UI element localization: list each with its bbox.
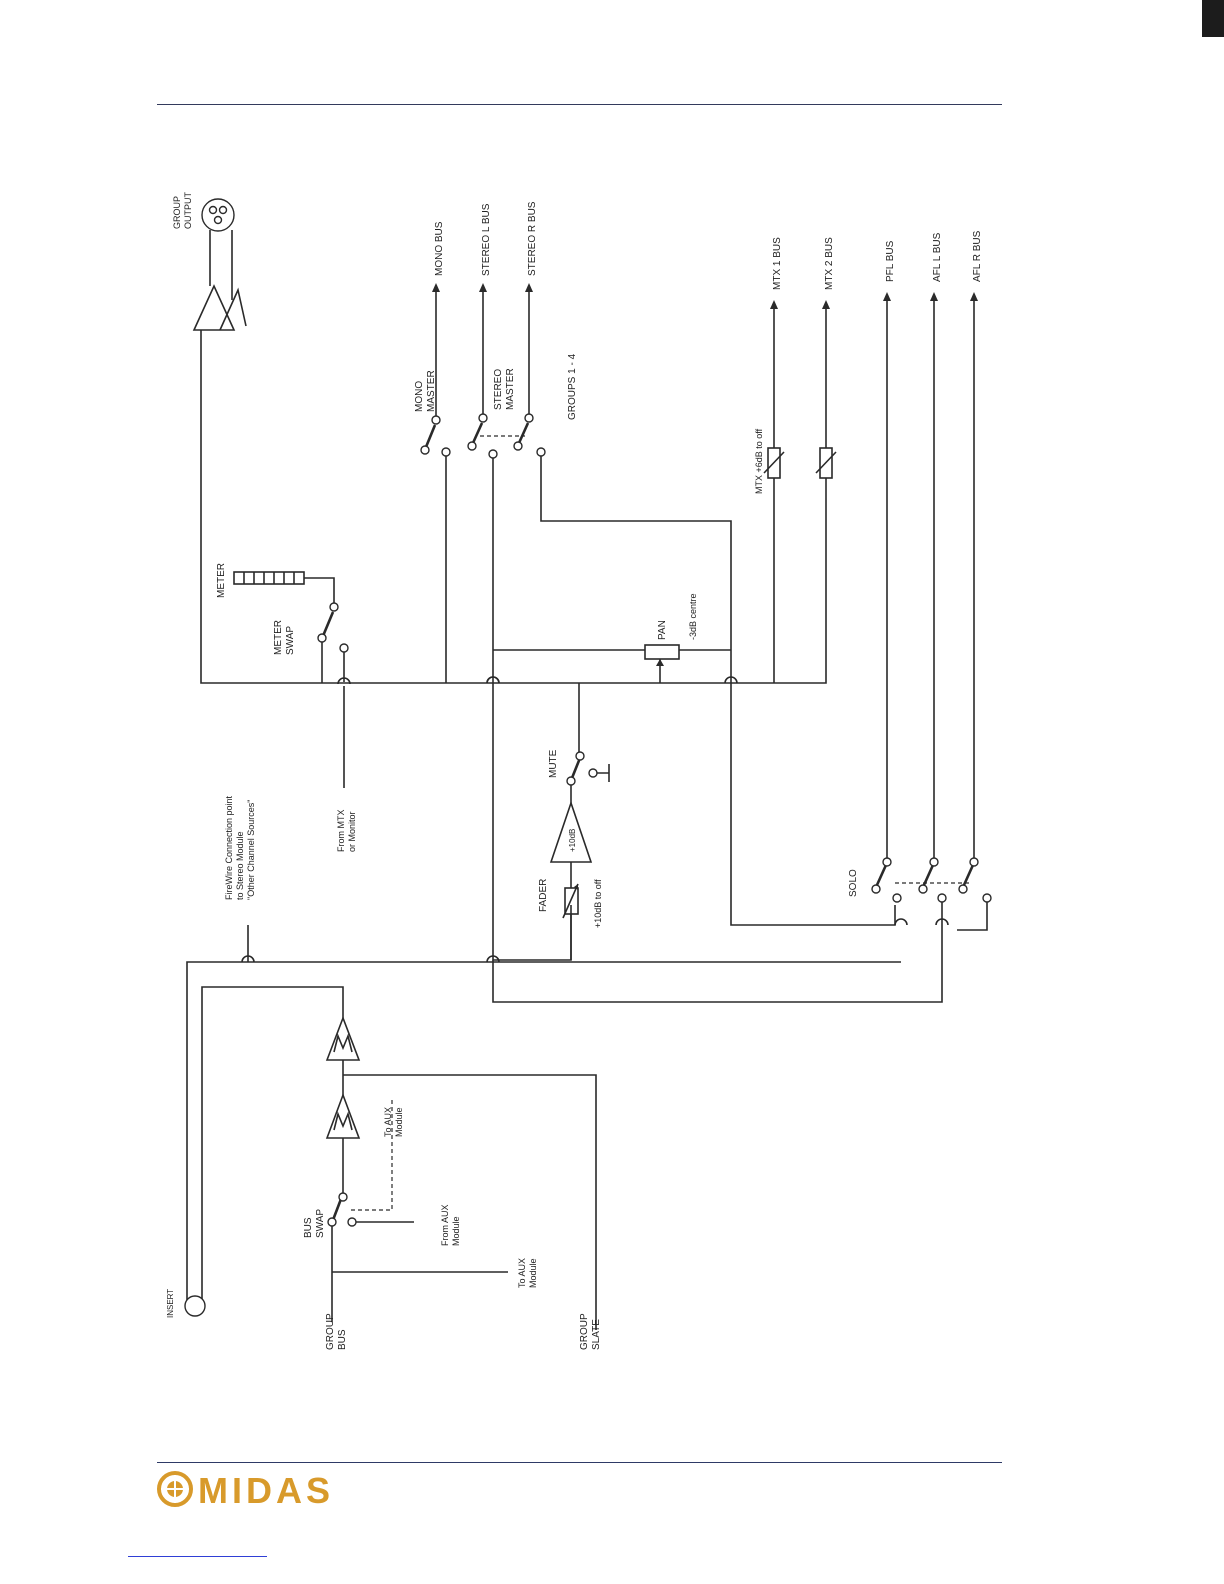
footer-rule (157, 1462, 1002, 1463)
label-meter-swap: METERSWAP (273, 620, 296, 655)
label-group-slate: GROUPSLATE (579, 1313, 602, 1350)
label-to-aux-bottom: To AUXModule (517, 1258, 538, 1288)
label-mtx2-bus: MTX 2 BUS (824, 237, 835, 290)
label-pan: PAN (657, 620, 668, 640)
label-stereo-master: STEREOMASTER (493, 368, 516, 410)
label-pfl-bus: PFL BUS (885, 240, 896, 282)
label-meter: METER (216, 563, 227, 598)
label-afl-l-bus: AFL L BUS (932, 232, 943, 282)
midas-logo: MIDAS (157, 1470, 334, 1508)
page-corner-tab (1202, 0, 1224, 37)
label-to-aux-top: To AUXModule (383, 1107, 404, 1137)
label-bus-swap: BUSSWAP (303, 1209, 326, 1238)
wire-crossovers (241, 676, 949, 963)
label-mtx1-bus: MTX 1 BUS (772, 237, 783, 290)
label-from-mtx: From MTXor Monitor (336, 810, 357, 853)
wiring (186, 230, 988, 1330)
label-mtx-level: MTX +6dB to off (754, 428, 764, 494)
diagram-labels: GROUPOUTPUT MONO BUS STEREO L BUS STEREO… (166, 192, 983, 1351)
label-gain: +10dB (568, 829, 577, 852)
label-group-output: GROUPOUTPUT (172, 192, 193, 230)
label-groups-1-4: GROUPS 1 - 4 (567, 353, 578, 420)
bus-arrows (432, 283, 978, 309)
switch-contacts (317, 413, 992, 1227)
label-stereo-l-bus: STEREO L BUS (481, 203, 492, 276)
header-rule (157, 104, 1002, 105)
label-mono-bus: MONO BUS (434, 221, 445, 276)
label-solo: SOLO (848, 869, 859, 897)
midas-logo-text: MIDAS (198, 1470, 334, 1508)
label-from-aux: From AUXModule (440, 1204, 461, 1246)
label-stereo-r-bus: STEREO R BUS (527, 201, 538, 276)
xlr-output-connector (201, 198, 235, 232)
label-fader: FADER (538, 879, 549, 912)
label-pan-law: -3dB centre (688, 593, 698, 640)
label-mute: MUTE (548, 749, 559, 778)
midas-logo-icon (157, 1471, 193, 1507)
label-afl-r-bus: AFL R BUS (972, 230, 983, 282)
label-mono-master: MONOMASTER (414, 370, 437, 412)
label-insert: INSERT (166, 1289, 175, 1318)
label-group-bus: GROUPBUS (325, 1313, 348, 1350)
page-link-underline[interactable] (128, 1556, 267, 1557)
label-fader-range: +10dB to off (593, 879, 603, 928)
label-firewire: FireWire Connection pointto Stereo Modul… (224, 795, 256, 900)
insert-jack (184, 1295, 206, 1317)
